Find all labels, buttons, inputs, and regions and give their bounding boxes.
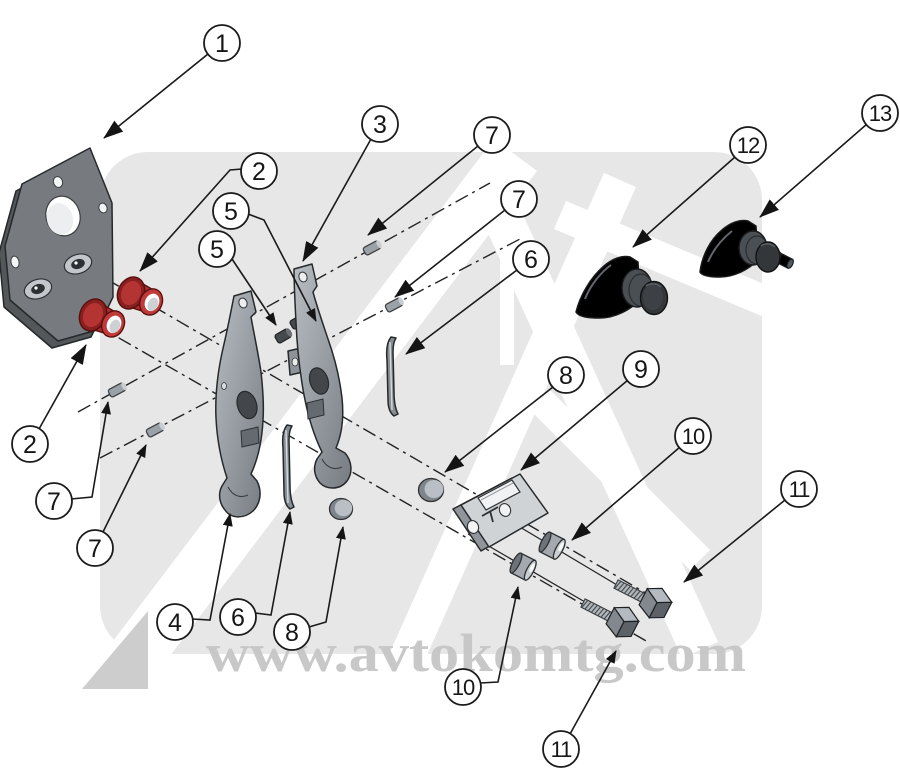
callout-7-top: 7 bbox=[473, 116, 511, 154]
leader-13 bbox=[759, 123, 868, 218]
svg-text:3: 3 bbox=[373, 111, 387, 139]
svg-text:2: 2 bbox=[252, 158, 266, 186]
part-4-lever-left bbox=[215, 290, 265, 518]
axis-line bbox=[59, 251, 669, 607]
part-12-wing-knob bbox=[575, 255, 669, 319]
part-13-wing-knob bbox=[699, 219, 794, 278]
leader-8b bbox=[444, 386, 554, 473]
callout-6-bottom: 6 bbox=[219, 598, 257, 636]
svg-text:6: 6 bbox=[231, 604, 245, 632]
part-7-pin bbox=[384, 297, 404, 313]
part-10-spacer bbox=[509, 552, 537, 581]
leader-10b bbox=[479, 586, 521, 684]
svg-text:6: 6 bbox=[524, 246, 538, 274]
leader-5a bbox=[247, 213, 317, 322]
axis-line bbox=[77, 182, 491, 413]
svg-text:11: 11 bbox=[551, 737, 573, 762]
part-2-bushing-upper bbox=[116, 276, 164, 316]
leader-lines bbox=[38, 53, 868, 735]
svg-text:5: 5 bbox=[224, 198, 238, 226]
callout-7-mid: 7 bbox=[500, 180, 538, 218]
svg-text:1: 1 bbox=[215, 30, 229, 58]
leader-10a bbox=[571, 446, 681, 541]
callout-6-right: 6 bbox=[512, 240, 550, 278]
leader-6b bbox=[254, 511, 293, 616]
svg-text:11: 11 bbox=[789, 477, 811, 502]
leader-7d bbox=[102, 444, 147, 533]
leader-7b bbox=[394, 209, 506, 298]
callout-8-bottom: 8 bbox=[273, 613, 311, 651]
callout-2-upper: 2 bbox=[240, 152, 278, 190]
leader-5b bbox=[231, 258, 277, 326]
part-8-cap bbox=[328, 497, 354, 521]
callout-2-left: 2 bbox=[11, 425, 49, 463]
leader-8a bbox=[308, 526, 346, 628]
leader-1 bbox=[103, 53, 209, 139]
leader-4 bbox=[191, 513, 233, 621]
callout-12: 12 bbox=[729, 126, 767, 164]
leader-11a bbox=[683, 499, 786, 583]
leader-7a bbox=[367, 145, 479, 236]
part-6-strip bbox=[385, 336, 399, 417]
leader-9 bbox=[520, 379, 629, 471]
part-10-spacer bbox=[538, 531, 566, 560]
callout-1: 1 bbox=[203, 24, 241, 62]
svg-text:5: 5 bbox=[210, 236, 224, 264]
counterbored-hole bbox=[63, 253, 93, 275]
leader-12 bbox=[632, 156, 736, 248]
callout-5-upper: 5 bbox=[212, 192, 250, 230]
svg-text:13: 13 bbox=[869, 101, 892, 126]
counterbored-hole bbox=[23, 278, 53, 300]
callout-13: 13 bbox=[861, 94, 899, 132]
svg-text:7: 7 bbox=[512, 186, 526, 214]
leader-2a bbox=[139, 168, 243, 272]
part-2-bushing-lower bbox=[78, 298, 126, 338]
leader-2b bbox=[38, 344, 87, 430]
callout-10-right: 10 bbox=[674, 417, 712, 455]
svg-text:9: 9 bbox=[634, 356, 648, 384]
parts-layer bbox=[0, 147, 794, 638]
part-5-pin bbox=[274, 328, 293, 344]
svg-text:7: 7 bbox=[88, 535, 102, 563]
svg-text:7: 7 bbox=[485, 122, 499, 150]
callout-balloons: 1 2 5 5 3 7 7 6 12 13 2 7 7 4 6 8 8 9 10… bbox=[11, 24, 899, 768]
part-11-bolt bbox=[580, 598, 640, 638]
svg-text:2: 2 bbox=[23, 431, 37, 459]
svg-text:12: 12 bbox=[737, 133, 760, 158]
callout-4: 4 bbox=[156, 603, 194, 641]
svg-text:7: 7 bbox=[47, 488, 61, 516]
part-7-pin bbox=[145, 422, 165, 438]
svg-text:8: 8 bbox=[285, 619, 299, 647]
leader-7c bbox=[70, 401, 111, 500]
callout-3: 3 bbox=[361, 105, 399, 143]
callout-9: 9 bbox=[622, 350, 660, 388]
callout-10-bottom: 10 bbox=[444, 668, 482, 706]
part-7-pin bbox=[362, 240, 382, 256]
callout-11-right: 11 bbox=[780, 470, 818, 508]
part-7-pin bbox=[107, 382, 127, 398]
callout-7-left-lower: 7 bbox=[76, 529, 114, 567]
callout-5-lower: 5 bbox=[198, 230, 236, 268]
callout-7-left-upper: 7 bbox=[35, 482, 73, 520]
callout-8-right: 8 bbox=[547, 356, 585, 394]
svg-text:8: 8 bbox=[559, 362, 573, 390]
leader-3 bbox=[302, 138, 372, 262]
svg-text:4: 4 bbox=[168, 609, 182, 637]
part-8-cap bbox=[417, 477, 445, 503]
part-9-bracket bbox=[452, 473, 549, 552]
leader-6a bbox=[405, 269, 518, 355]
svg-text:10: 10 bbox=[452, 675, 475, 700]
part-1-mounting-plate bbox=[0, 147, 114, 349]
part-11-bolt bbox=[613, 579, 673, 619]
svg-text:10: 10 bbox=[682, 424, 705, 449]
part-6-strip bbox=[281, 424, 295, 510]
callout-11-bottom: 11 bbox=[542, 730, 580, 768]
leader-11b bbox=[569, 650, 617, 735]
logo-corner-triangle bbox=[82, 611, 148, 689]
